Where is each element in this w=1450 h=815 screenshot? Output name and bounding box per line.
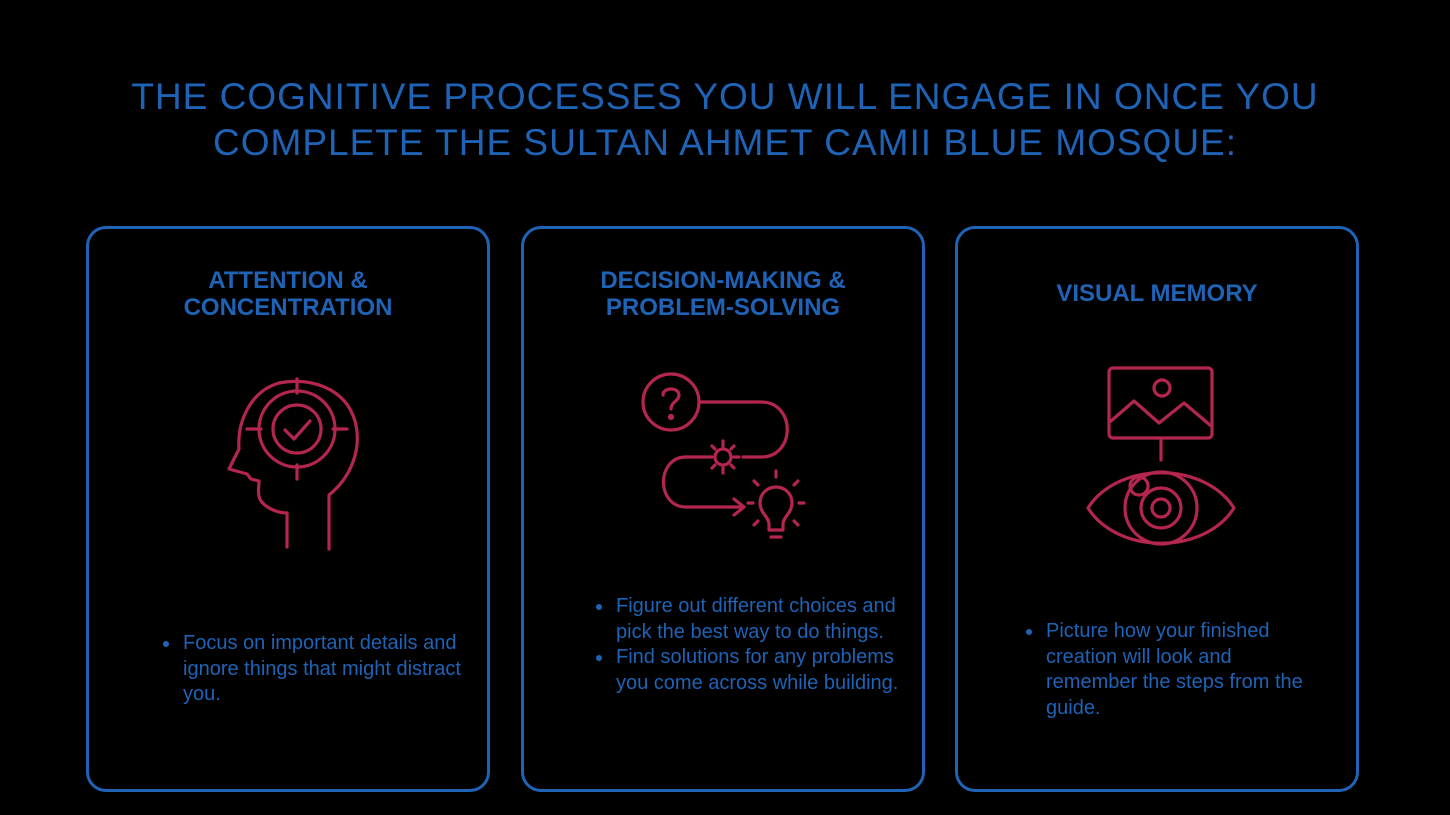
- bullet-item: Picture how your finished creation will …: [1024, 619, 1324, 721]
- bullet-item: Find solutions for any problems you come…: [594, 645, 904, 696]
- card-title: DECISION-MAKING & PROBLEM-SOLVING: [524, 267, 922, 321]
- bullet-item: Focus on important details and ignore th…: [161, 631, 461, 708]
- card-title-line-2: PROBLEM-SOLVING: [605, 294, 841, 321]
- eye-image-icon: [1084, 363, 1239, 558]
- page-title-line-1: THE COGNITIVE PROCESSES YOU WILL ENGAGE …: [131, 76, 1319, 117]
- card-title: VISUAL MEMORY: [958, 280, 1356, 307]
- card-decision-making-problem-solving: DECISION-MAKING & PROBLEM-SOLVING Figure…: [521, 226, 925, 792]
- card-title: ATTENTION & CONCENTRATION: [89, 267, 487, 321]
- card-title-line-1: DECISION-MAKING &: [600, 267, 846, 294]
- card-title-line-1: ATTENTION &: [208, 267, 368, 294]
- card-attention-concentration: ATTENTION & CONCENTRATION Focus on impor…: [86, 226, 490, 792]
- bullet-list: Figure out different choices and pick th…: [594, 594, 904, 696]
- bullet-list: Picture how your finished creation will …: [1024, 619, 1324, 721]
- card-title-line-1: VISUAL MEMORY: [1056, 280, 1258, 307]
- page-title-line-2: COMPLETE THE SULTAN AHMET CAMII BLUE MOS…: [213, 122, 1237, 163]
- card-title-line-2: CONCENTRATION: [183, 294, 393, 321]
- page-title: THE COGNITIVE PROCESSES YOU WILL ENGAGE …: [0, 74, 1450, 166]
- head-target-check-icon: [217, 371, 367, 551]
- bullet-item: Figure out different choices and pick th…: [594, 594, 904, 645]
- bullet-list: Focus on important details and ignore th…: [161, 631, 461, 708]
- card-visual-memory: VISUAL MEMORY Picture how your finished …: [955, 226, 1359, 792]
- question-gear-lightbulb-icon: [636, 367, 821, 552]
